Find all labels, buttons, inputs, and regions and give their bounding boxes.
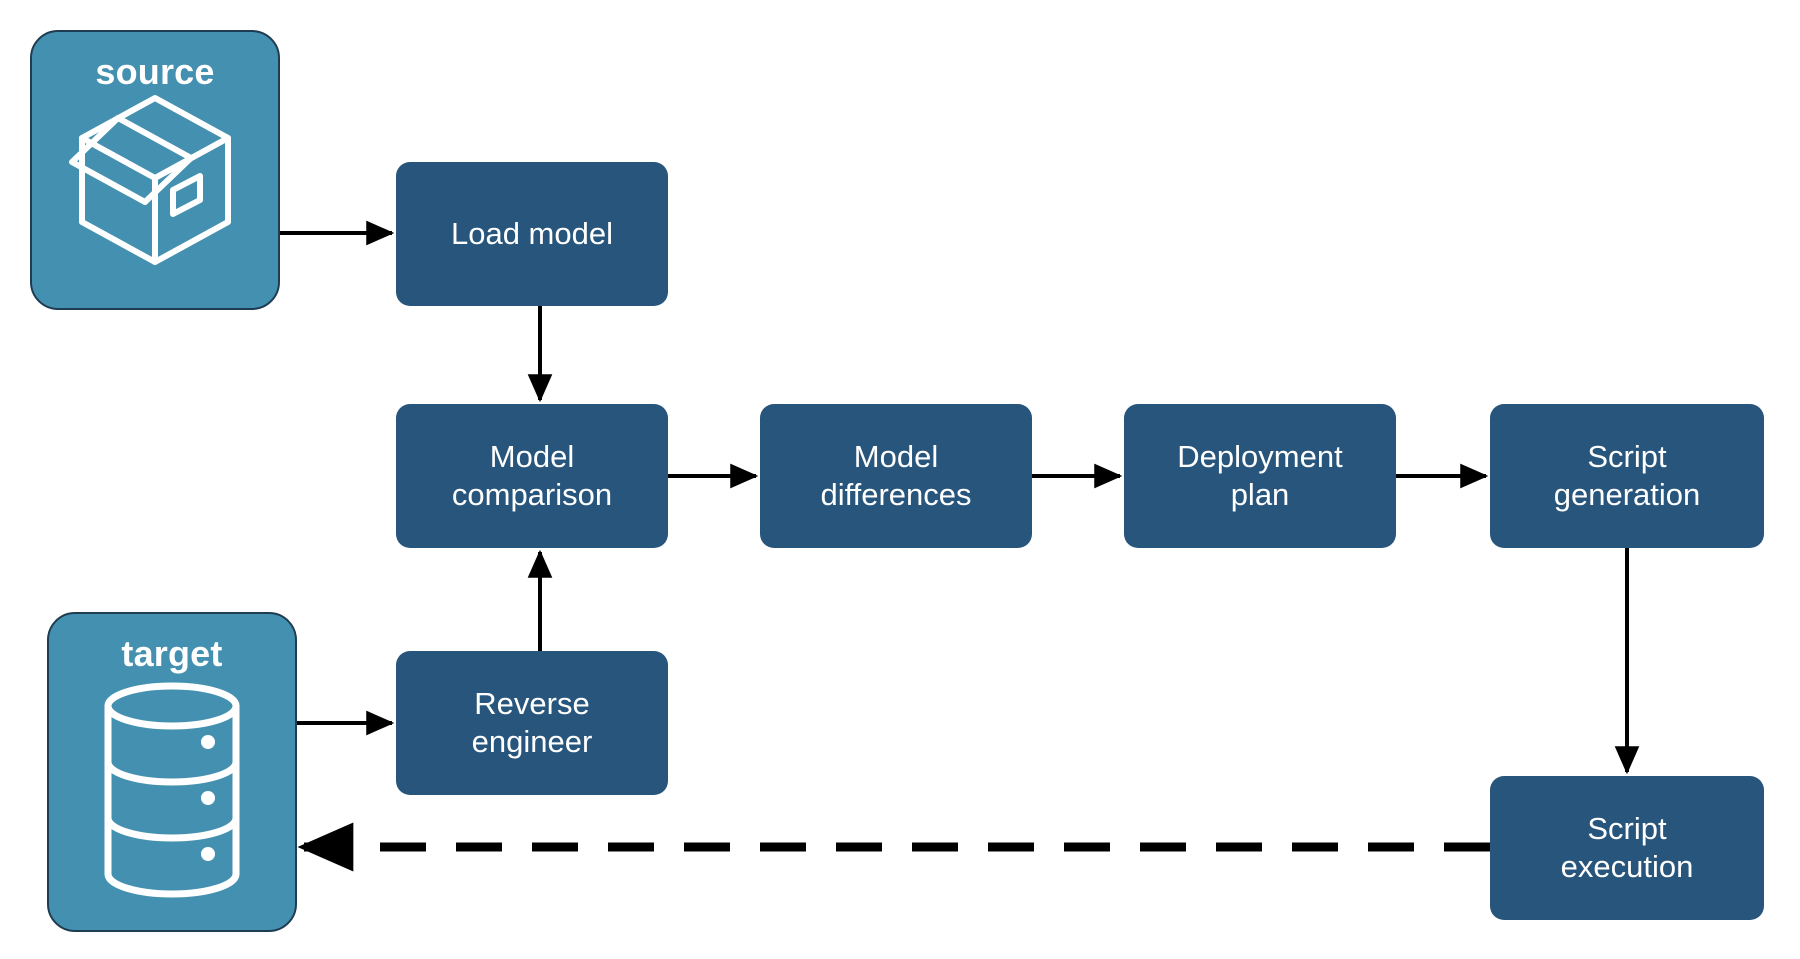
node-script-generation[interactable]: Script generation: [1490, 404, 1764, 548]
endpoint-target[interactable]: target: [47, 612, 297, 932]
node-deployment-plan[interactable]: Deployment plan: [1124, 404, 1396, 548]
database-cylinder-icon: [104, 682, 240, 898]
package-box-icon: [69, 95, 231, 265]
node-model-comparison[interactable]: Model comparison: [396, 404, 668, 548]
endpoint-source-label: source: [95, 51, 215, 92]
endpoint-target-label: target: [121, 633, 223, 674]
node-reverse-engineer[interactable]: Reverse engineer: [396, 651, 668, 795]
node-load-model[interactable]: Load model: [396, 162, 668, 306]
node-model-differences[interactable]: Model differences: [760, 404, 1032, 548]
endpoint-source[interactable]: source: [30, 30, 280, 310]
node-script-execution[interactable]: Script execution: [1490, 776, 1764, 920]
